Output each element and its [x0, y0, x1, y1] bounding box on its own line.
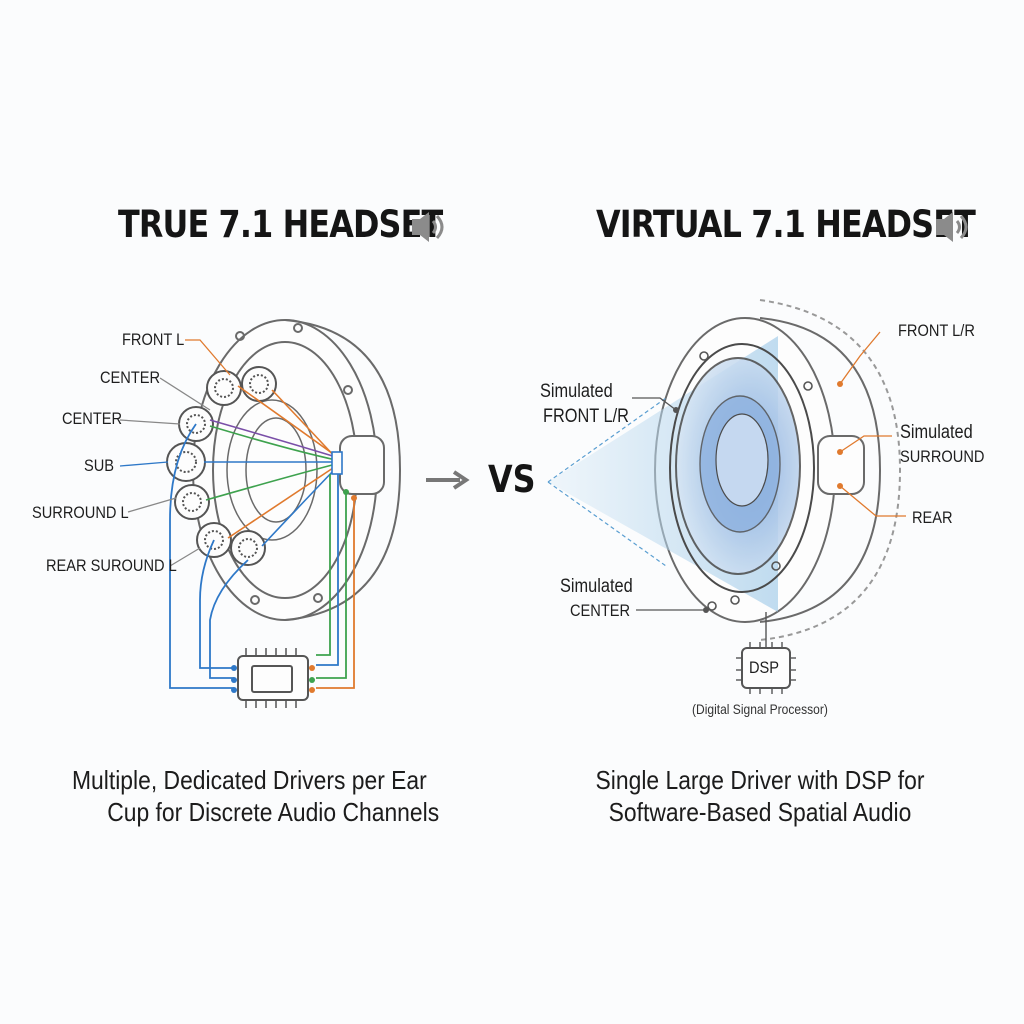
dsp-description: (Digital Signal Processor)	[692, 701, 828, 717]
label-front-l: FRONT L	[122, 330, 185, 349]
speaker-icon	[936, 212, 968, 242]
driver-front-l-2	[241, 366, 277, 402]
driver-sub	[166, 442, 206, 482]
true-headset-title: TRUE 7.1 HEADSET	[118, 203, 443, 246]
label-simulated-center: CENTER	[570, 601, 631, 620]
caption-line: Single Large Driver with DSP for	[595, 765, 925, 795]
driver-set	[166, 366, 277, 566]
right-leaders	[632, 331, 906, 613]
chip-icon	[237, 648, 309, 708]
virtual-headset-caption: Single Large Driver with DSP for Softwar…	[584, 764, 936, 828]
label-surround-l: SURROUND L	[32, 503, 129, 522]
single-large-driver	[669, 343, 815, 593]
arrow-right-icon	[426, 470, 470, 490]
chip-icon	[736, 612, 796, 694]
driver-front-l	[206, 370, 242, 406]
ear-cup-bolts	[699, 351, 813, 611]
label-center: CENTER	[62, 409, 123, 428]
label-center: CENTER	[100, 368, 161, 387]
label-simulated-surround: SURROUND	[900, 447, 985, 466]
dsp-label: DSP	[749, 658, 780, 677]
wiring	[204, 385, 343, 547]
vs-label: VS	[488, 458, 536, 501]
left-leaders	[119, 339, 231, 567]
label-simulated-front: FRONT L/R	[543, 406, 629, 427]
driver-rear-2	[230, 530, 266, 566]
true-headset-caption: Multiple, Dedicated Drivers per Ear Cup …	[72, 764, 440, 828]
label-simulated: Simulated	[540, 381, 613, 402]
driver-rear	[196, 522, 232, 558]
label-simulated: Simulated	[900, 422, 973, 443]
caption-line: Software-Based Spatial Audio	[608, 797, 912, 827]
speaker-icon	[412, 212, 444, 242]
label-sub: SUB	[84, 456, 115, 475]
caption-line: Multiple, Dedicated Drivers per Ear	[72, 765, 427, 795]
driver-surround	[174, 484, 210, 520]
virtual-headset-title: VIRTUAL 7.1 HEADSET	[596, 203, 976, 246]
caption-line: Cup for Discrete Audio Channels	[107, 797, 440, 827]
chip-wires	[169, 423, 357, 693]
label-rear: REAR	[912, 508, 953, 527]
true-ear-cup	[192, 319, 402, 621]
label-simulated: Simulated	[560, 576, 633, 597]
label-front-lr: FRONT L/R	[898, 321, 975, 340]
label-rear-surround-l: REAR SUROUND L	[46, 556, 177, 575]
